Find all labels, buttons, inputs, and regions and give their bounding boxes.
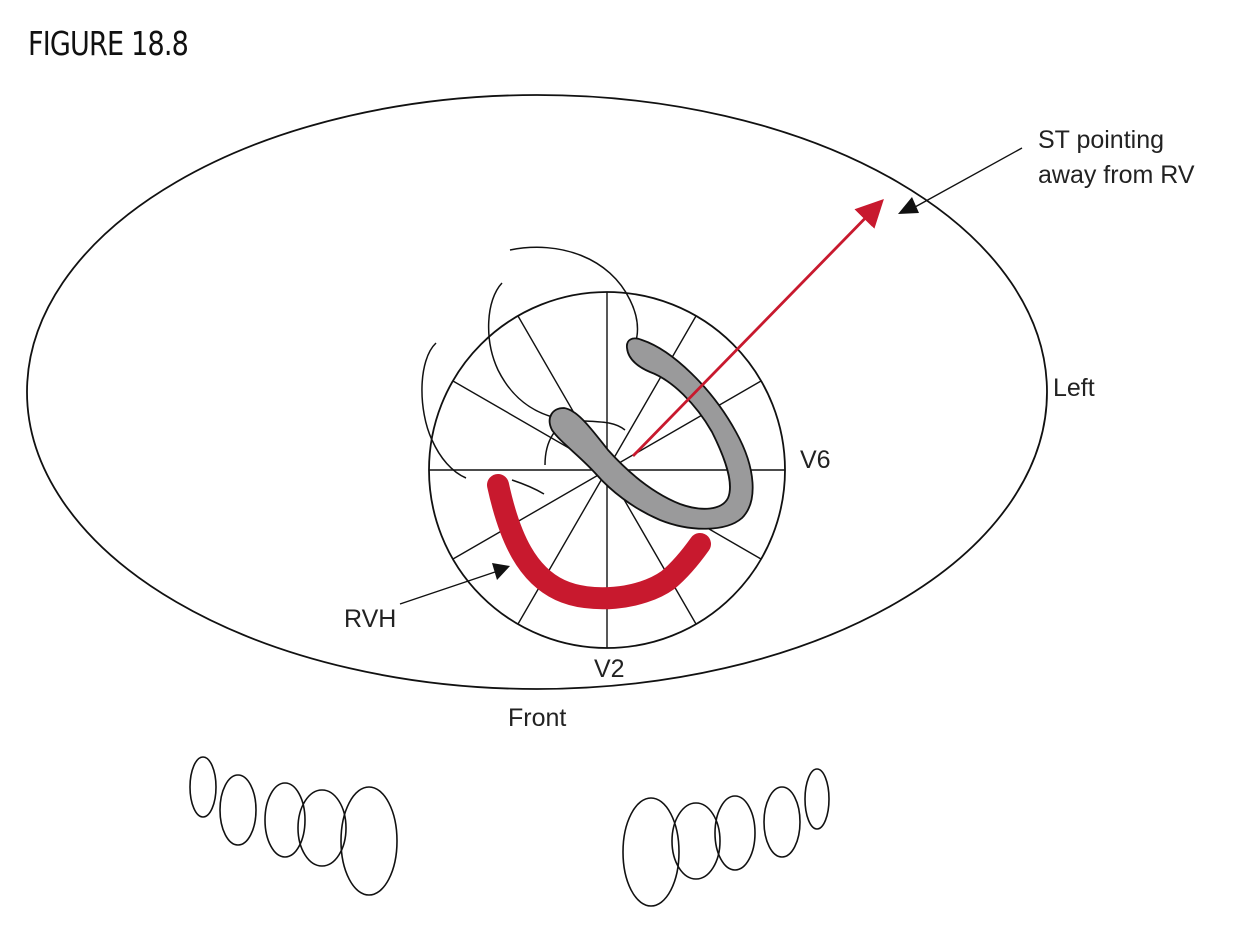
front-label: Front: [508, 704, 566, 732]
left-label: Left: [1053, 374, 1095, 402]
rv-band: [487, 474, 711, 610]
figure-title: FIGURE 18.8: [28, 24, 189, 63]
rvh-label: RVH: [344, 605, 396, 633]
st-label-line1: ST pointing: [1038, 126, 1164, 154]
v2-label: V2: [594, 655, 625, 683]
st-vector-arrow: [631, 198, 884, 457]
right-oval-group: [622, 768, 830, 907]
lv-wall: [548, 337, 754, 530]
st-callout-pointer: [898, 147, 1023, 214]
left-oval-group: [189, 756, 398, 896]
thorax-outline: [26, 94, 1048, 690]
st-label-line2: away from RV: [1038, 161, 1195, 189]
rvh-callout-pointer: [399, 563, 510, 605]
v6-label: V6: [800, 446, 831, 474]
heart-outline-curves: [421, 246, 639, 495]
